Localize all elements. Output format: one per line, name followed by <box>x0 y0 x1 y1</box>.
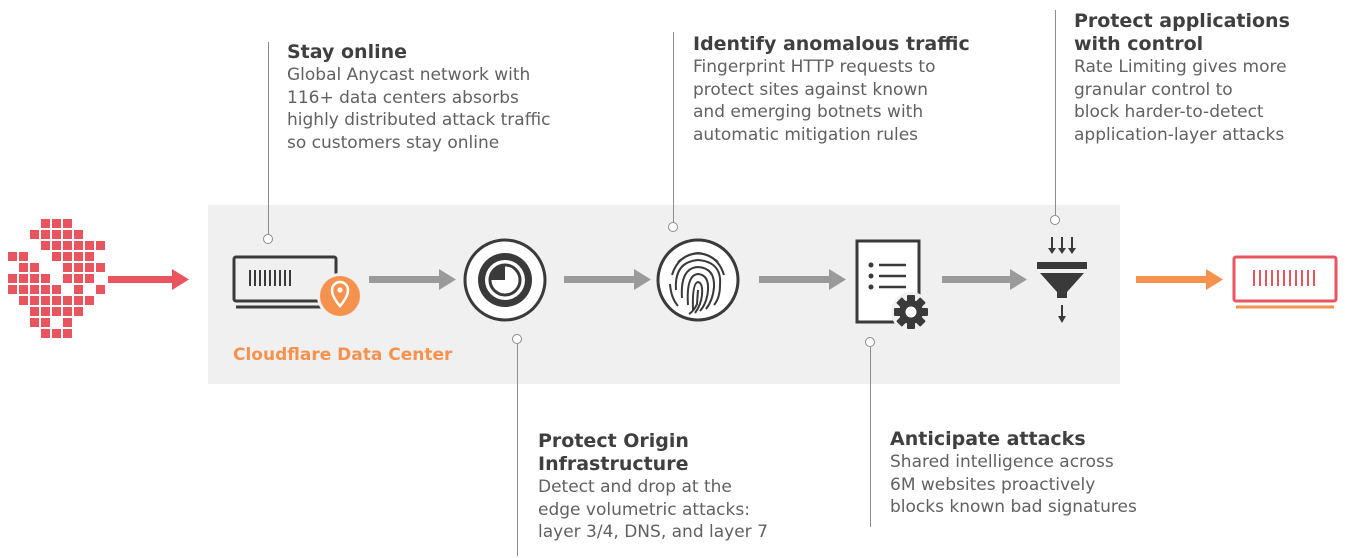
attack-pixel <box>41 318 50 327</box>
callout-title: Stay online <box>287 41 408 63</box>
attack-pixel <box>96 263 105 272</box>
attack-pixel <box>41 230 50 239</box>
attack-pixel <box>52 230 61 239</box>
leader-protect-origin <box>517 344 518 556</box>
callout-stay-online: Stay online Global Anycast network with … <box>287 41 551 154</box>
attack-pixel <box>63 219 72 228</box>
location-pin-icon <box>317 273 363 319</box>
attack-pixel <box>85 274 94 283</box>
attack-pixel <box>85 263 94 272</box>
callout-title: Protect applications with control <box>1074 10 1290 55</box>
attack-pixel <box>63 252 72 261</box>
leader-identify <box>673 32 674 222</box>
attack-pixel <box>96 285 105 294</box>
connector-arrow-3 <box>759 269 846 290</box>
leader-dot-identify <box>668 222 678 232</box>
attack-pixel <box>52 241 61 250</box>
data-center-label: Cloudflare Data Center <box>233 345 453 365</box>
attack-pixel <box>30 263 39 272</box>
connector-arrow-1 <box>369 269 456 290</box>
attack-pixel <box>52 296 61 305</box>
leader-anticipate <box>870 347 871 527</box>
clean-arrow <box>1136 269 1223 290</box>
leader-dot-anticipate <box>865 337 875 347</box>
origin-server-icon <box>1232 255 1338 309</box>
attack-pixel <box>41 307 50 316</box>
attack-arrow <box>108 269 189 290</box>
origin-shield-icon <box>463 238 547 322</box>
rate-limit-funnel-icon <box>1037 237 1087 323</box>
attack-pixel <box>74 230 83 239</box>
callout-body: Rate Limiting gives more granular contro… <box>1074 57 1287 145</box>
attack-pixel <box>63 263 72 272</box>
attack-pixel <box>63 230 72 239</box>
callout-body: Shared intelligence across 6M websites p… <box>890 452 1137 517</box>
attack-pixel <box>30 285 39 294</box>
gear-icon <box>891 292 931 332</box>
attack-pixel <box>63 296 72 305</box>
attack-pixel <box>74 285 83 294</box>
callout-protect-origin: Protect Origin Infrastructure Detect and… <box>538 430 768 544</box>
callout-title: Protect Origin Infrastructure <box>538 430 689 475</box>
attack-pixel <box>52 285 61 294</box>
attack-pixel <box>30 274 39 283</box>
attack-pixel <box>52 307 61 316</box>
attack-pixel <box>63 274 72 283</box>
attack-pixel <box>41 296 50 305</box>
attack-pixel <box>85 241 94 250</box>
callout-body: Global Anycast network with 116+ data ce… <box>287 65 551 153</box>
attack-pixel <box>63 307 72 316</box>
callout-anticipate: Anticipate attacks Shared intelligence a… <box>890 428 1137 519</box>
leader-dot-stay-online <box>263 234 273 244</box>
leader-dot-protect-apps <box>1050 215 1060 225</box>
attack-pixel <box>41 219 50 228</box>
attack-pixel <box>41 241 50 250</box>
attack-pixel <box>8 285 17 294</box>
attack-pixel <box>8 252 17 261</box>
leader-dot-protect-origin <box>512 334 522 344</box>
attack-pixel <box>85 252 94 261</box>
attack-pixel <box>52 329 61 338</box>
attack-pixel <box>74 296 83 305</box>
attack-pixel <box>52 252 61 261</box>
attack-pixel <box>63 318 72 327</box>
attack-pixel <box>41 285 50 294</box>
fingerprint-icon <box>656 238 740 322</box>
attack-pixel <box>19 285 28 294</box>
attack-pixel <box>63 241 72 250</box>
attack-pixel <box>30 296 39 305</box>
attack-pixel <box>74 241 83 250</box>
callout-title: Anticipate attacks <box>890 428 1086 450</box>
attack-pixel <box>52 219 61 228</box>
attack-pixel <box>30 318 39 327</box>
attack-pixel <box>85 296 94 305</box>
attack-pixel <box>41 274 50 283</box>
leader-stay-online <box>268 42 269 234</box>
attack-pixel <box>41 329 50 338</box>
attack-pixel <box>19 263 28 272</box>
attack-pixel <box>96 241 105 250</box>
attack-pixel <box>19 252 28 261</box>
attack-pixel <box>74 307 83 316</box>
attack-pixel <box>63 329 72 338</box>
attack-pixel <box>30 307 39 316</box>
attack-pixel <box>30 230 39 239</box>
callout-body: Fingerprint HTTP requests to protect sit… <box>693 57 936 145</box>
callout-title: Identify anomalous traffic <box>693 33 970 55</box>
attack-pixel <box>74 274 83 283</box>
attack-pixel <box>19 274 28 283</box>
callout-identify: Identify anomalous traffic Fingerprint H… <box>693 33 970 146</box>
attack-pixel <box>19 296 28 305</box>
callout-body: Detect and drop at the edge volumetric a… <box>538 477 768 542</box>
connector-arrow-4 <box>942 269 1027 290</box>
attack-pixel <box>74 252 83 261</box>
callout-protect-apps: Protect applications with control Rate L… <box>1074 10 1290 146</box>
attack-pixel <box>74 263 83 272</box>
attack-pixel <box>8 274 17 283</box>
leader-protect-apps <box>1055 10 1056 215</box>
connector-arrow-2 <box>564 269 651 290</box>
